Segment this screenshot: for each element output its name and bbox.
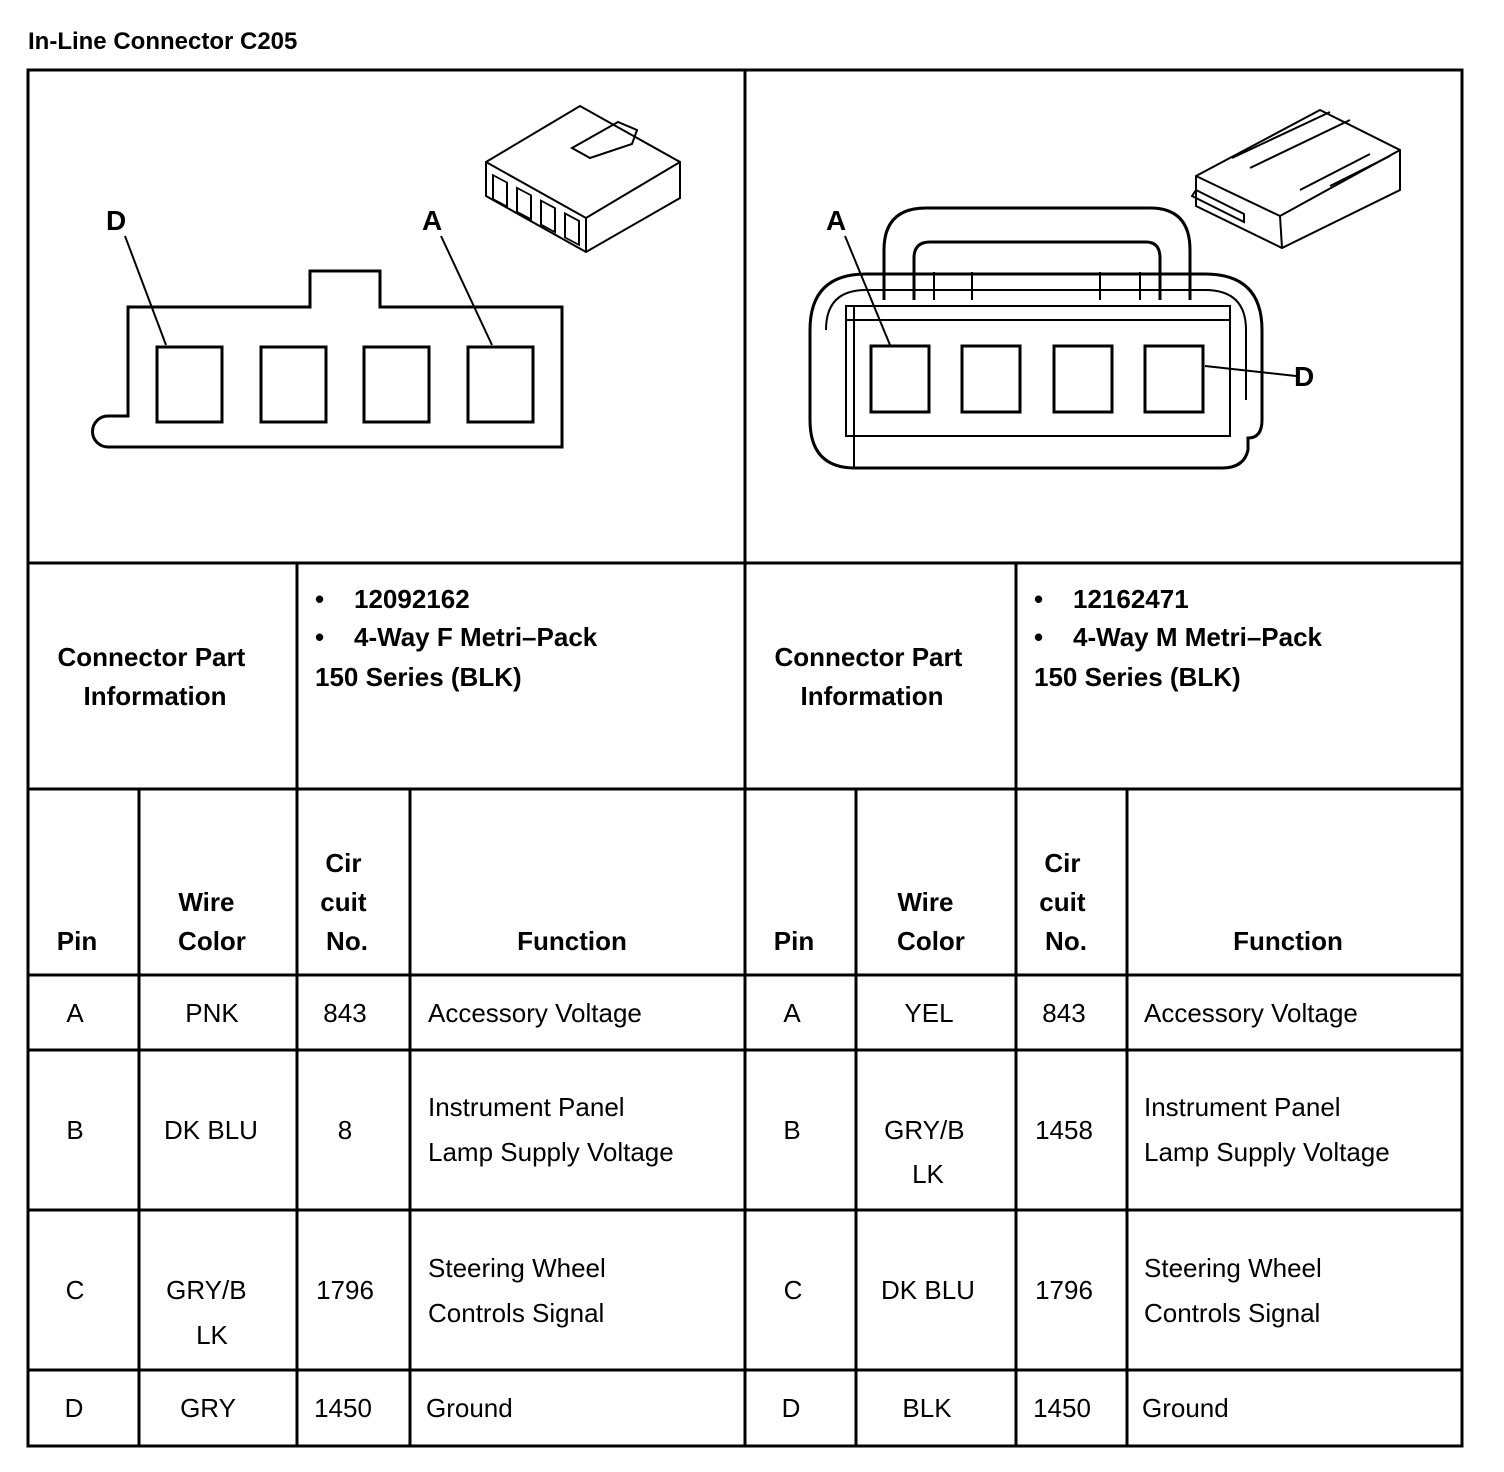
right-part-type: 4-Way M Metri–Pack bbox=[1073, 622, 1323, 652]
right-pin-label-first: A bbox=[826, 205, 846, 236]
male-connector-face-drawing bbox=[808, 206, 1297, 470]
right-table-rows: A YEL 843 Accessory Voltage B GRY/B LK 1… bbox=[782, 998, 1390, 1423]
table-cell-circuit: 843 bbox=[323, 998, 366, 1028]
table-cell-wire: PNK bbox=[185, 998, 239, 1028]
table-cell-wire: DK BLU bbox=[881, 1275, 975, 1305]
right-part-series: 150 Series (BLK) bbox=[1034, 662, 1241, 692]
table-cell-function: Ground bbox=[1142, 1393, 1229, 1423]
table-cell-function: Accessory Voltage bbox=[1144, 998, 1358, 1028]
table-cell-pin: A bbox=[66, 998, 84, 1028]
left-table-header: Pin Wire Color Cir cuit No. Function bbox=[57, 848, 627, 956]
female-connector-isometric-icon bbox=[485, 104, 681, 254]
table-cell-pin: D bbox=[65, 1393, 84, 1423]
left-table-rows: A PNK 843 Accessory Voltage B DK BLU 8 I… bbox=[65, 998, 674, 1423]
header-pin: Pin bbox=[57, 926, 97, 956]
table-cell-function: Steering Wheel Controls Signal bbox=[1144, 1253, 1329, 1328]
table-cell-function: Ground bbox=[426, 1393, 513, 1423]
left-pin-label-last: A bbox=[422, 205, 442, 236]
table-cell-wire: DK BLU bbox=[164, 1115, 258, 1145]
right-part-info-label-line2: Information bbox=[801, 681, 944, 711]
left-pin-label-first: D bbox=[106, 205, 126, 236]
table-cell-function: Instrument Panel Lamp Supply Voltage bbox=[428, 1092, 674, 1167]
right-bullet-1: • bbox=[1034, 584, 1043, 614]
table-cell-pin: D bbox=[782, 1393, 801, 1423]
header-function: Function bbox=[517, 926, 627, 956]
header-circuit-no: Cir cuit No. bbox=[1039, 848, 1092, 956]
table-grid bbox=[26, 68, 1464, 1448]
table-cell-wire: GRY bbox=[180, 1393, 236, 1423]
table-cell-wire: BLK bbox=[902, 1393, 952, 1423]
right-part-info-label-line1: Connector Part bbox=[774, 642, 962, 672]
left-part-series: 150 Series (BLK) bbox=[315, 662, 522, 692]
table-cell-pin: B bbox=[783, 1115, 800, 1145]
right-table-header: Pin Wire Color Cir cuit No. Function bbox=[774, 848, 1343, 956]
header-wire-color: Wire Color bbox=[897, 887, 965, 956]
left-part-info-label-line1: Connector Part bbox=[57, 642, 245, 672]
svg-text:Connector Part Information: Connector Part Information bbox=[57, 642, 252, 711]
table-cell-circuit: 1458 bbox=[1035, 1115, 1093, 1145]
svg-text:Connector Part Information: Connector Part Information bbox=[774, 642, 969, 711]
table-cell-wire: YEL bbox=[904, 998, 953, 1028]
right-pin-label-last: D bbox=[1294, 361, 1314, 392]
table-cell-circuit: 1450 bbox=[1033, 1393, 1091, 1423]
svg-text:• 12092162 • 4-Way: • 12092162 • 4-Way F Metri–Pack 150 Seri… bbox=[315, 584, 604, 692]
left-part-number: 12092162 bbox=[354, 584, 470, 614]
female-connector-face-drawing bbox=[91, 235, 564, 449]
header-pin: Pin bbox=[774, 926, 814, 956]
header-circuit-no: Cir cuit No. bbox=[320, 848, 373, 956]
table-cell-pin: C bbox=[784, 1275, 803, 1305]
table-cell-function: Steering Wheel Controls Signal bbox=[428, 1253, 613, 1328]
left-part-info-label-line2: Information bbox=[84, 681, 227, 711]
left-bullet-2: • bbox=[315, 622, 324, 652]
table-cell-circuit: 1796 bbox=[316, 1275, 374, 1305]
table-cell-pin: B bbox=[66, 1115, 83, 1145]
header-wire-color: Wire Color bbox=[178, 887, 246, 956]
table-cell-circuit: 1796 bbox=[1035, 1275, 1093, 1305]
table-cell-function: Accessory Voltage bbox=[428, 998, 642, 1028]
table-cell-pin: C bbox=[66, 1275, 85, 1305]
table-cell-wire: GRY/B LK bbox=[884, 1115, 972, 1189]
table-cell-circuit: 1450 bbox=[314, 1393, 372, 1423]
table-cell-wire: GRY/B LK bbox=[166, 1275, 254, 1350]
right-part-number: 12162471 bbox=[1073, 584, 1189, 614]
table-cell-function: Instrument Panel Lamp Supply Voltage bbox=[1144, 1092, 1390, 1167]
page-title: In-Line Connector C205 bbox=[28, 28, 298, 55]
table-cell-circuit: 843 bbox=[1042, 998, 1085, 1028]
left-part-type: 4-Way F Metri–Pack bbox=[354, 622, 598, 652]
svg-text:• 12162471 • 4-Way: • 12162471 • 4-Way M Metri–Pack 150 Seri… bbox=[1034, 584, 1329, 692]
left-bullet-1: • bbox=[315, 584, 324, 614]
table-cell-pin: A bbox=[783, 998, 801, 1028]
right-bullet-2: • bbox=[1034, 622, 1043, 652]
male-connector-isometric-icon bbox=[1190, 108, 1401, 250]
header-function: Function bbox=[1233, 926, 1343, 956]
table-cell-circuit: 8 bbox=[338, 1115, 352, 1145]
